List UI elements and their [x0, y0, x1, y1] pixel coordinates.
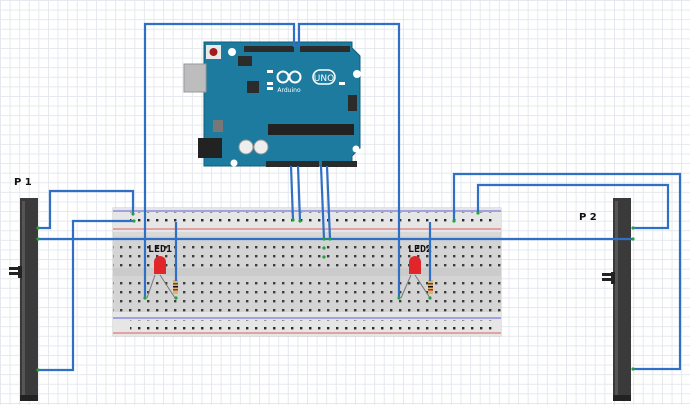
usb-chip [247, 81, 259, 93]
wire-pin-to-led1[interactable] [143, 22, 296, 298]
brand-label: Arduino [277, 87, 301, 94]
mounting-hole [352, 145, 360, 153]
wire-a0[interactable] [319, 165, 326, 240]
wire-p1-to-rail[interactable] [38, 189, 135, 230]
slider-knob[interactable] [9, 267, 21, 270]
wire-a1[interactable] [325, 165, 332, 240]
p1-label: P 1 [14, 177, 32, 188]
digital-header-right [300, 46, 350, 52]
atmega-chip [268, 124, 354, 135]
digital-header-left [244, 46, 294, 52]
icsp2-header [238, 56, 252, 66]
resistor-r1 [173, 280, 178, 294]
slider-knob[interactable] [602, 273, 614, 276]
top-rail-holes [130, 212, 494, 226]
potentiometer-p1 [9, 198, 38, 401]
wire-p1-bottom[interactable] [38, 219, 134, 372]
dc-power-jack [198, 138, 222, 158]
center-channel [113, 268, 501, 276]
usb-port [183, 63, 207, 93]
power-header [266, 161, 319, 167]
lower-terminal-strip [113, 276, 501, 312]
wire-p2-wiper[interactable] [476, 183, 670, 230]
led1 [146, 256, 176, 299]
p2-label: P 2 [579, 212, 597, 223]
resistor-r2 [428, 280, 433, 294]
capacitor [253, 139, 269, 155]
led1-label: LED1 [148, 244, 172, 255]
bottom-rail-holes [130, 320, 494, 332]
led-on [339, 82, 345, 85]
analog-header [322, 161, 357, 167]
arduino-uno: UNO Arduino [183, 41, 361, 167]
wire-p2-bottom[interactable] [452, 172, 682, 371]
led-l [267, 70, 273, 73]
wires [38, 22, 682, 372]
wire-pin-to-led2[interactable] [297, 22, 401, 298]
wire-gnd[interactable] [296, 165, 302, 222]
led2 [400, 256, 431, 299]
breadboard [112, 207, 502, 337]
potentiometer-p2 [602, 198, 631, 401]
arduino-logo: UNO Arduino [276, 69, 336, 94]
upper-terminal-strip [113, 240, 501, 272]
mounting-hole [230, 159, 238, 167]
voltage-regulator [213, 120, 223, 132]
mounting-hole [228, 48, 236, 56]
led-rx [267, 87, 273, 90]
connection-points [36, 211, 635, 372]
led-tx [267, 82, 273, 85]
mounting-hole [353, 70, 361, 78]
capacitor [238, 139, 254, 155]
wire-5v[interactable] [289, 165, 295, 221]
icsp-header [348, 95, 357, 111]
model-label: UNO [314, 74, 334, 84]
led2-label: LED2 [408, 244, 432, 255]
